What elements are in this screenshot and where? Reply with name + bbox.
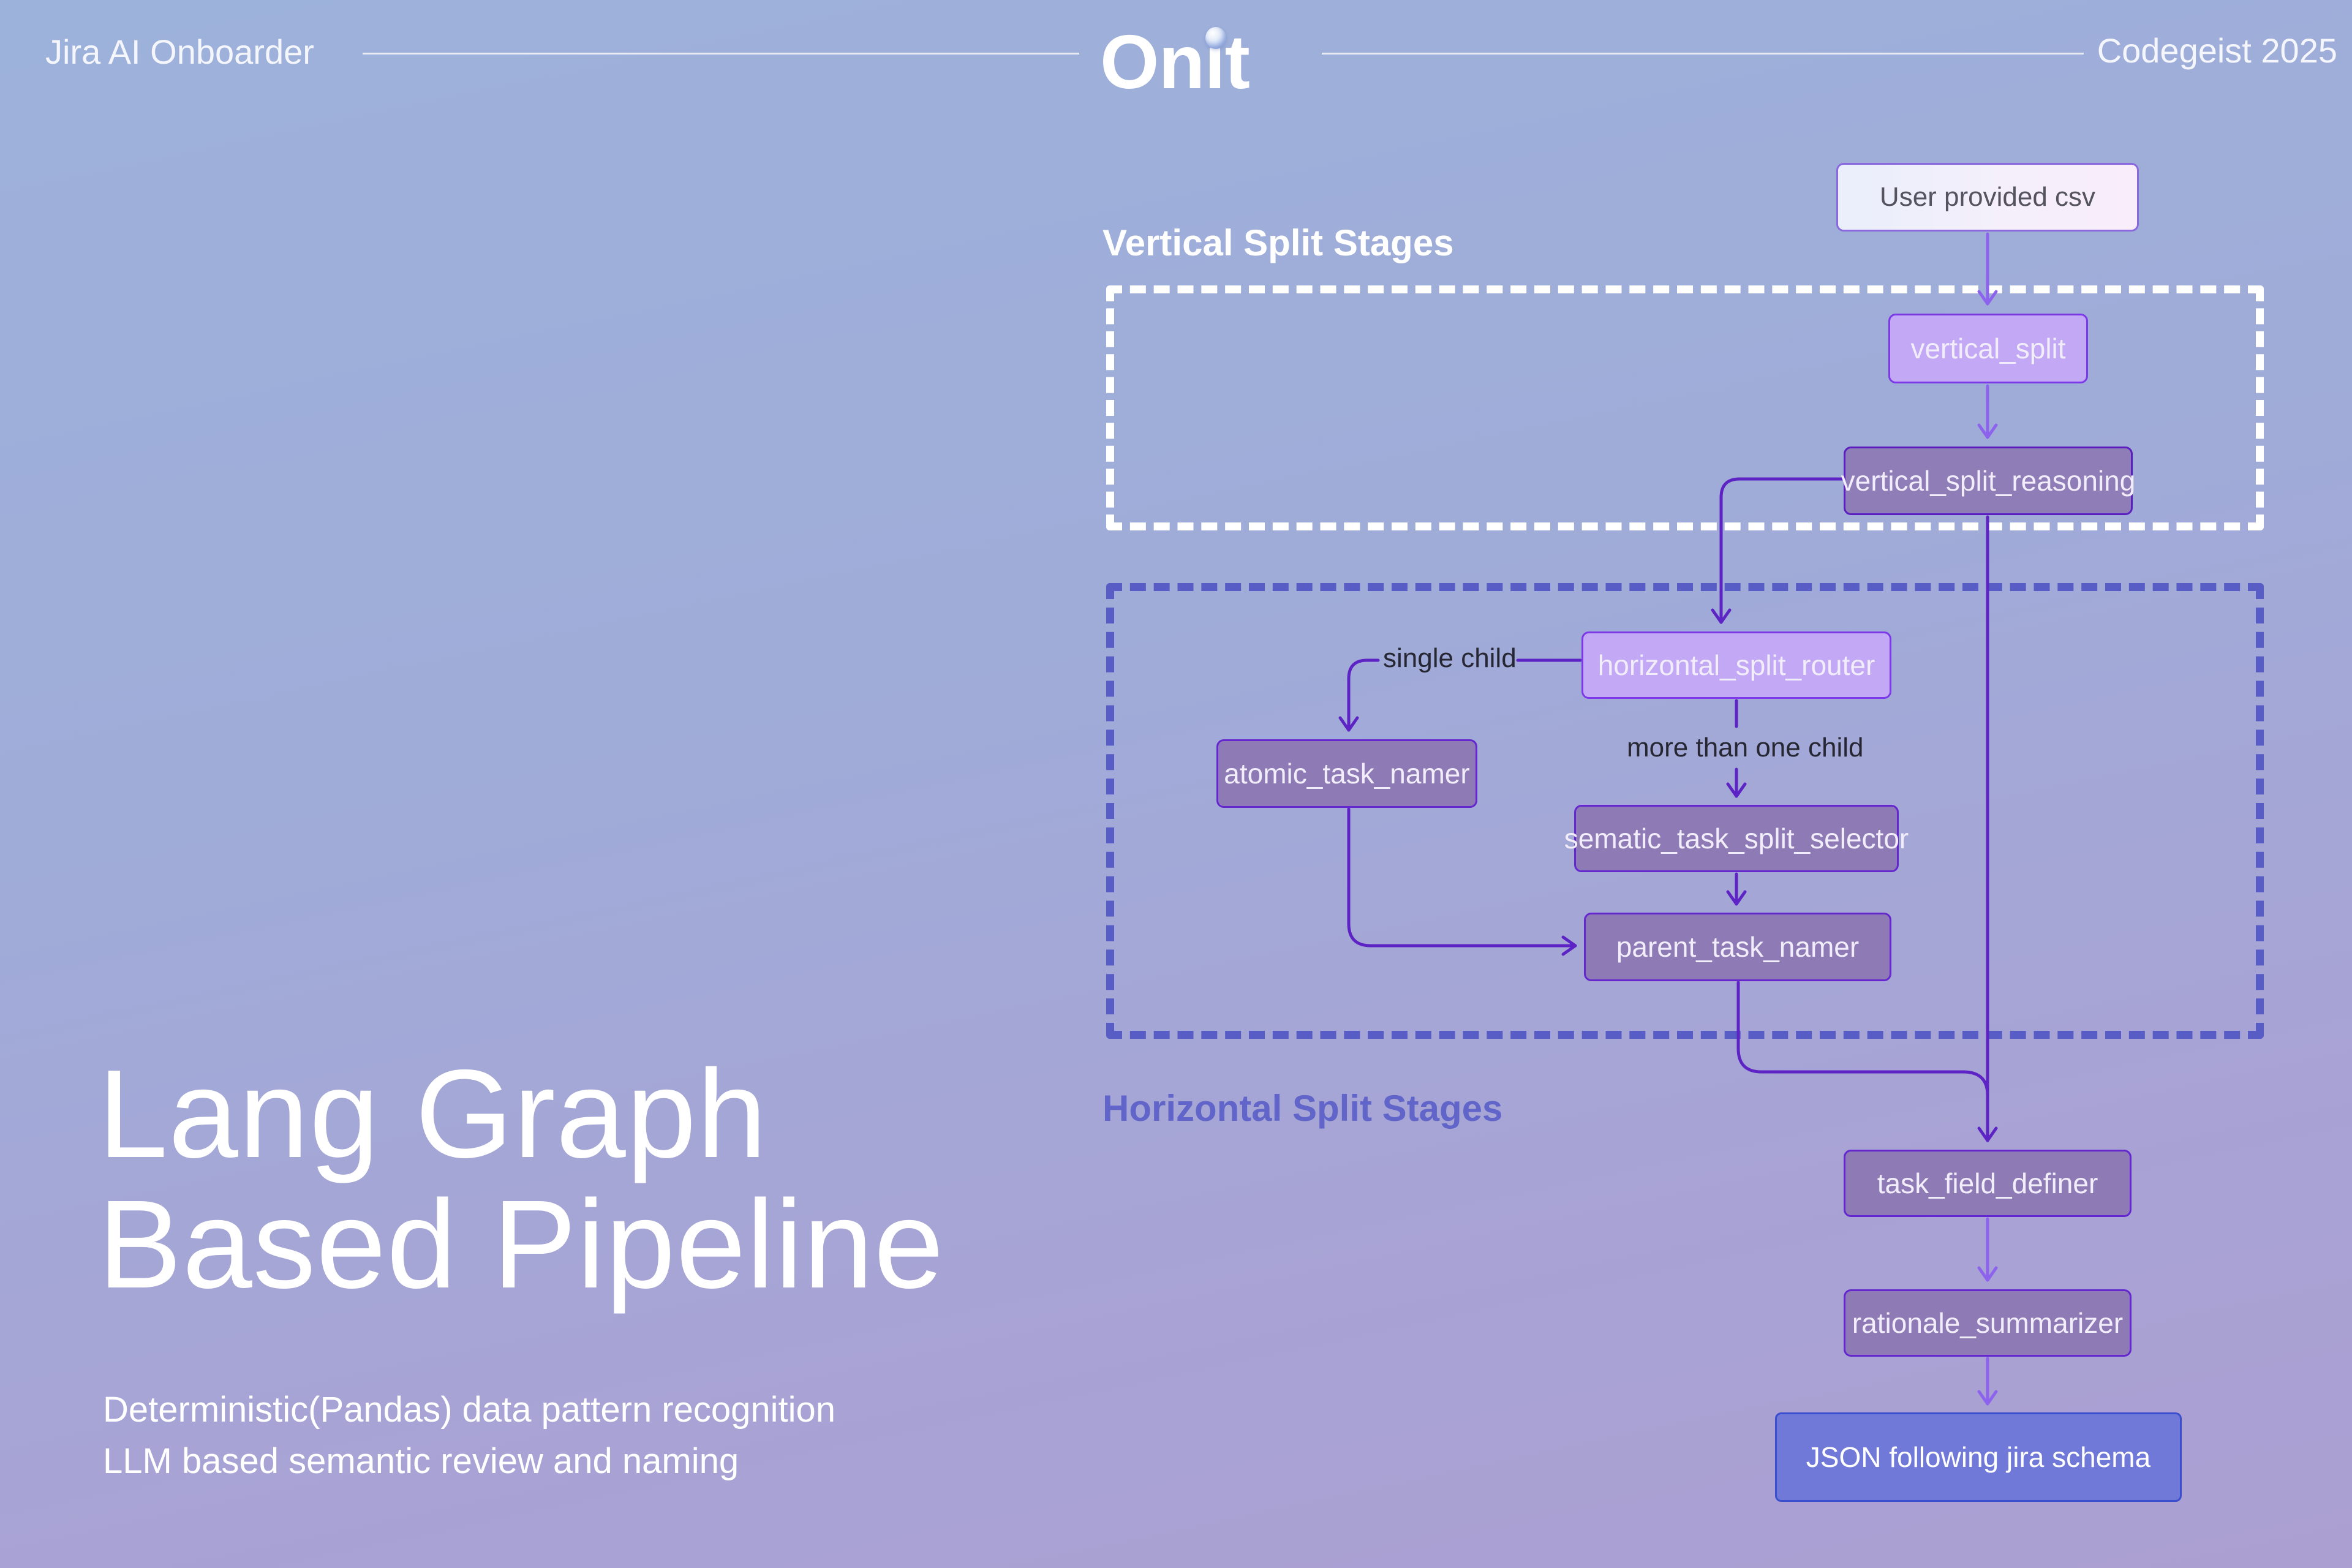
title-line-2: Based Pipeline <box>98 1174 944 1315</box>
node-atomic-task-namer: atomic_task_namer <box>1216 739 1477 808</box>
node-sematic-task-split-selector: sematic_task_split_selector <box>1564 805 1909 872</box>
group-box-horizontal-split-stages <box>1106 583 2264 1039</box>
header-left-title: Jira AI Onboarder <box>45 32 314 71</box>
header-right-title: Codegeist 2025 <box>2097 31 2337 70</box>
node-user-provided-csv: User provided csv <box>1836 163 2139 232</box>
brand-logo: Onıt <box>1100 24 1250 100</box>
node-json-output: JSON following jira schema <box>1775 1412 2182 1502</box>
edge-atomic-to-parent <box>1347 807 1577 956</box>
group-label-vertical-split-stages: Vertical Split Stages <box>1102 222 1454 263</box>
node-task-field-definer: task_field_definer <box>1844 1150 2132 1217</box>
group-label-horizontal-split-stages: Horizontal Split Stages <box>1102 1088 1503 1129</box>
node-rationale-summarizer: rationale_summarizer <box>1844 1289 2132 1357</box>
page-title: Lang Graph Based Pipeline <box>98 1049 944 1310</box>
header-divider-left <box>363 53 1079 55</box>
node-parent-task-namer: parent_task_namer <box>1584 913 1891 981</box>
brand-logo-on: On <box>1100 20 1205 105</box>
logo-bubble-icon <box>1205 27 1226 49</box>
header-divider-right <box>1322 53 2084 55</box>
edge-label-single-child: single child <box>1383 643 1517 673</box>
subtitle-line-1: Deterministic(Pandas) data pattern recog… <box>103 1390 836 1430</box>
node-vertical-split: vertical_split <box>1888 314 2088 383</box>
edge-single-child-label-to-atomic <box>1338 658 1380 732</box>
brand-logo-t: t <box>1224 20 1250 105</box>
edge-parent-to-task-field-definer <box>1736 981 1989 1097</box>
group-box-vertical-split-stages <box>1106 285 2264 530</box>
subtitle-line-2: LLM based semantic review and naming <box>103 1441 739 1482</box>
page-subtitle: Deterministic(Pandas) data pattern recog… <box>103 1384 835 1487</box>
title-line-1: Lang Graph <box>98 1044 767 1184</box>
node-horizontal-split-router: horizontal_split_router <box>1581 631 1891 699</box>
edge-label-more-than-one-child: more than one child <box>1627 733 1864 763</box>
node-vertical-split-reasoning: vertical_split_reasoning <box>1841 447 2135 515</box>
edge-reasoning-to-router <box>1711 477 1847 624</box>
